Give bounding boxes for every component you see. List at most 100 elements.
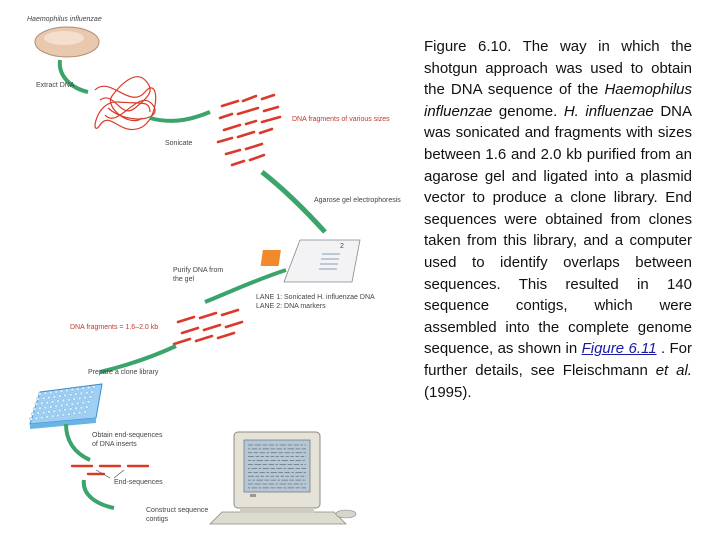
plate-well [74, 392, 78, 396]
plate-well [41, 410, 46, 415]
caption-species-2: H. influenzae [563, 102, 654, 120]
caption-et-al: et al. [655, 361, 692, 379]
caption-text-4: . For further details, see Fleischmann [424, 340, 692, 379]
end-sequence-fragments [70, 464, 150, 476]
plate-well [43, 391, 48, 396]
plate-well [49, 390, 53, 395]
flow-arrow-endseq [64, 423, 91, 462]
flow-arrow-purify [204, 268, 287, 304]
caption-text-5: (1995). [424, 383, 472, 401]
plate-well [92, 385, 96, 389]
plate-well [59, 389, 64, 393]
plate-well [59, 403, 64, 408]
plate-well [34, 416, 39, 421]
plate-well [50, 414, 55, 418]
plate-well [76, 387, 80, 391]
gel-lane1-legend: LANE 1: Sonicated H. influenzae DNA [256, 294, 375, 301]
plate-well [52, 409, 57, 413]
plate-well [81, 386, 85, 391]
plate-well [79, 391, 84, 396]
plate-well [70, 388, 75, 392]
plate-well [54, 390, 58, 394]
plate-well [56, 399, 60, 403]
step-fragments-label: DNA fragments of various sizes [292, 116, 390, 123]
computer-screen-sequence [248, 444, 306, 489]
flow-arrow-gel [260, 170, 327, 234]
plate-well [76, 401, 80, 406]
dna-fragments-purified [172, 308, 244, 346]
shotgun-figure-svg: Haemophilus influenzae Extract DNA Sonic… [27, 16, 401, 525]
plate-well [50, 400, 55, 404]
plate-well [83, 395, 87, 400]
caption-figure-link[interactable]: Figure 6.11 [581, 340, 657, 358]
plate-well [32, 407, 37, 411]
step-obtain-line2: of DNA inserts [92, 441, 137, 448]
plate-well [36, 397, 40, 401]
plate-well [40, 401, 44, 406]
step-construct-line2: contigs [146, 516, 169, 523]
plate-well [56, 413, 60, 418]
plate-well [34, 402, 39, 406]
plate-well [72, 397, 76, 401]
step-clone-library-label: Prepare a clone library [88, 369, 159, 376]
plate-well [74, 406, 78, 411]
gel-lane2-legend: LANE 2: DNA markers [256, 303, 326, 310]
caption-text-2: genome. [492, 102, 564, 120]
plate-well [85, 390, 89, 395]
shotgun-figure: Haemophilus influenzae Extract DNA Sonic… [27, 16, 401, 525]
plate-well [65, 388, 69, 393]
plate-well [29, 417, 33, 421]
flow-arrow-sonicate [149, 110, 211, 123]
tangled-dna [94, 76, 157, 131]
step-agarose-label: Agarose gel electrophoresis [314, 197, 401, 204]
step-dna-size-label: DNA fragments = 1.6–2.0 kb [70, 324, 158, 331]
plate-well [61, 413, 66, 417]
plate-well [38, 406, 42, 411]
step-extract-label: Extract DNA [36, 82, 75, 89]
plate-well [83, 410, 87, 414]
petri-dish [34, 26, 100, 58]
figure-caption: Figure 6.10. The way in which the shotgu… [424, 36, 692, 403]
plate-well [49, 405, 53, 409]
step-end-sequences-label: End-sequences [114, 479, 163, 486]
plate-well [47, 410, 51, 414]
caption-text-1: Figure 6.10. The way in which the shotgu… [424, 38, 692, 99]
caption-text-3: DNA was sonicated and fragments with siz… [424, 102, 692, 358]
plate-well [65, 403, 69, 407]
plate-well [67, 412, 71, 416]
plate-well [61, 398, 66, 403]
plate-well [77, 396, 82, 401]
plate-well [38, 392, 42, 396]
plate-well [85, 405, 89, 409]
gel-lane-number: 2 [340, 243, 344, 250]
plate-well [31, 412, 35, 416]
plate-well [40, 415, 44, 420]
plate-well [52, 395, 57, 399]
plate-well [63, 393, 67, 398]
plate-well [72, 411, 76, 416]
organism-label: Haemophilus influenzae [27, 16, 102, 23]
flow-arrow-library [99, 344, 177, 374]
agarose-gel [260, 239, 361, 283]
plate-well [45, 415, 49, 419]
step-purify-line1: Purify DNA from [173, 267, 223, 274]
plate-wells [29, 385, 96, 421]
step-sonicate-label: Sonicate [165, 140, 192, 147]
plate-well [79, 405, 84, 410]
dna-fragments-various [216, 93, 282, 167]
plate-well [36, 411, 40, 416]
plate-well [77, 410, 82, 415]
plate-well [88, 395, 93, 399]
plate-well [90, 390, 94, 394]
plate-well [47, 395, 51, 400]
plate-well [68, 407, 73, 411]
step-construct-line1: Construct sequence [146, 507, 208, 514]
plate-well [58, 394, 62, 398]
plate-well [86, 385, 91, 390]
end-sequence-pointers [95, 469, 125, 479]
caption-species-1: Haemophilus influenzae [424, 81, 692, 120]
plate-well [86, 400, 91, 404]
step-purify-line2: the gel [173, 276, 194, 283]
plate-well [70, 402, 75, 406]
flow-arrow-contigs [81, 479, 115, 510]
